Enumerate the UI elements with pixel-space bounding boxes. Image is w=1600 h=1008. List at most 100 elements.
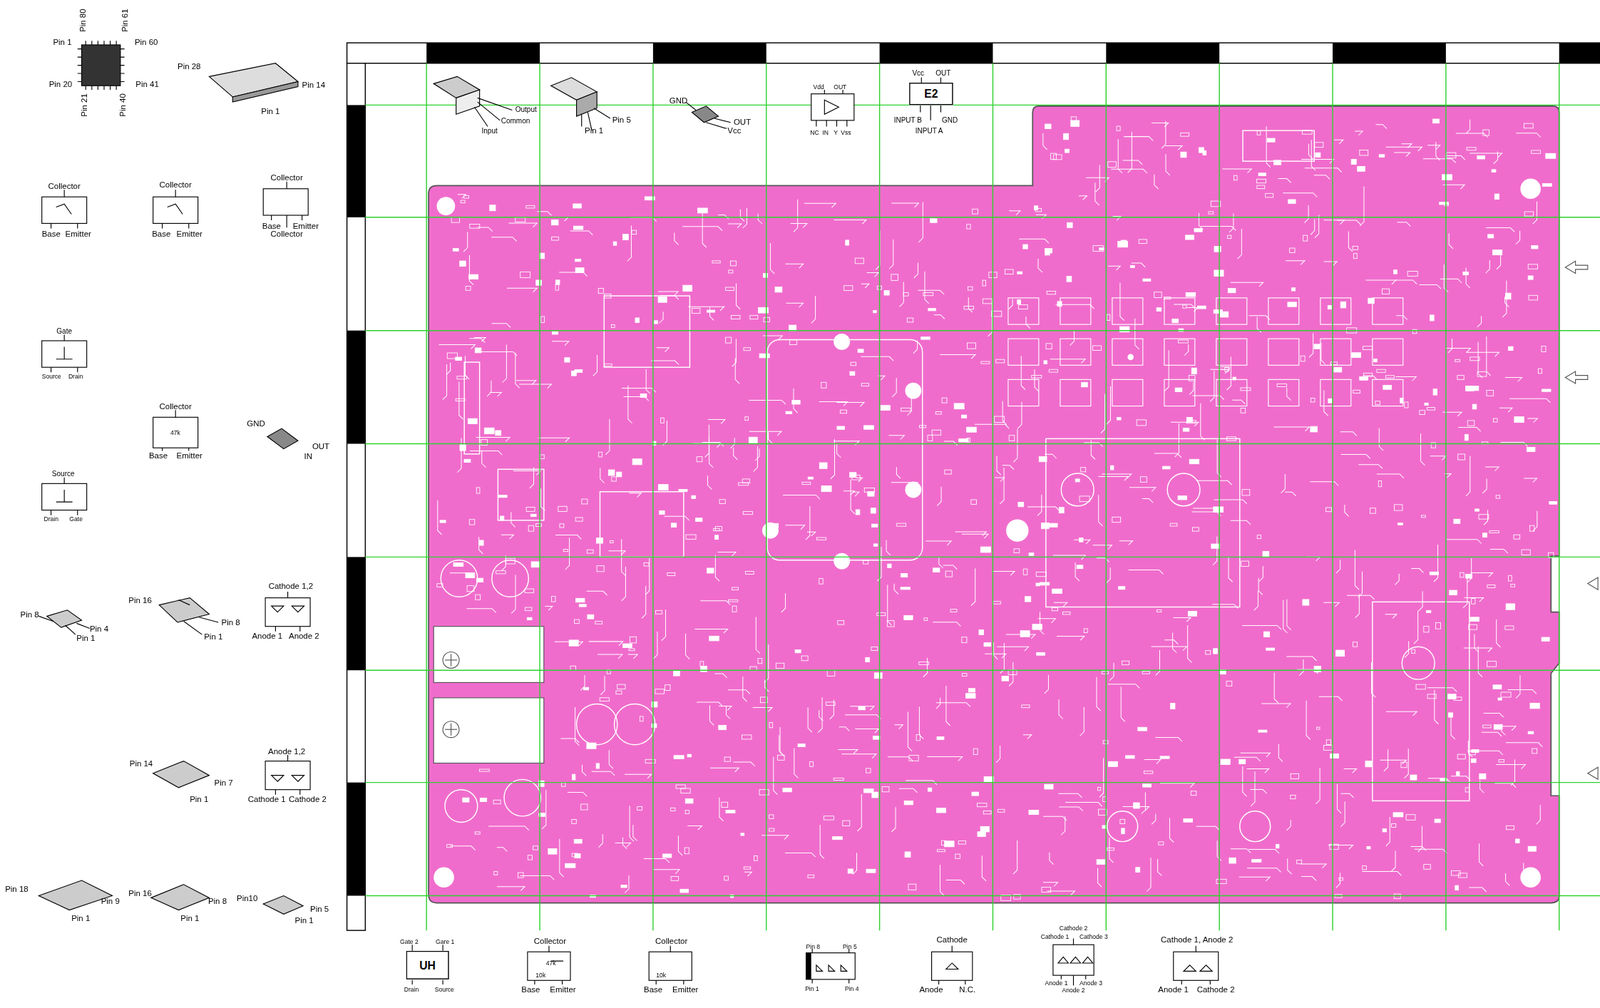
pcb-trace — [1006, 634, 1036, 639]
pcb-trace — [655, 610, 662, 614]
pcb-trace — [1324, 390, 1329, 417]
pin-label: Pin 1 — [295, 917, 314, 926]
pcb-trace — [971, 499, 977, 505]
pcb-trace — [1370, 508, 1377, 514]
pcb-trace — [682, 226, 723, 232]
pcb-trace — [1468, 887, 1486, 892]
pcb-trace — [936, 698, 941, 709]
pcb-trace — [573, 619, 579, 624]
pcb-trace — [1108, 761, 1118, 767]
pcb-trace — [1340, 301, 1346, 309]
pcb-trace — [1110, 465, 1114, 470]
pcb-trace — [486, 380, 492, 397]
pcb-trace — [1116, 126, 1121, 131]
pcb-trace — [1140, 477, 1147, 483]
pin-label: Vcc — [727, 127, 741, 136]
pcb-trace — [1477, 315, 1482, 327]
pcb-trace — [1532, 748, 1538, 754]
pcb-trace — [1532, 511, 1538, 532]
pcb-trace — [1359, 150, 1369, 156]
pcb-trace — [1185, 235, 1195, 240]
pcb-trace — [1120, 819, 1126, 824]
pcb-trace — [1050, 359, 1086, 364]
pcb-trace — [459, 444, 466, 451]
pcb-trace — [1160, 783, 1195, 788]
pin-label: Source — [42, 373, 62, 381]
pcb-trace — [667, 573, 676, 577]
pcb-trace — [695, 518, 702, 522]
pcb-trace — [802, 481, 811, 485]
pin-label: Pin 8 — [221, 619, 241, 628]
pcb-trace — [852, 491, 860, 497]
pcb-trace — [852, 474, 860, 480]
pcb-trace — [685, 633, 691, 660]
pcb-trace — [511, 574, 516, 614]
pcb-trace — [757, 213, 763, 224]
pcb-trace — [1470, 572, 1493, 577]
pcb-trace — [1493, 151, 1499, 164]
pcb-trace — [1118, 240, 1128, 247]
pcb-trace — [1044, 675, 1049, 694]
pcb-trace — [573, 203, 582, 209]
pcb-trace — [616, 690, 622, 695]
pcb-trace — [753, 446, 758, 472]
pcb-trace — [736, 283, 741, 310]
pin-label: Pin 9 — [101, 897, 120, 906]
pcb-trace — [548, 848, 557, 855]
pcb-trace — [1119, 541, 1133, 546]
pcb-trace — [889, 239, 894, 269]
pcb-trace — [857, 349, 864, 353]
pcb-trace — [1485, 260, 1491, 274]
pcb-trace — [495, 430, 502, 436]
pcb-trace — [1157, 859, 1163, 876]
pin-label: NC — [809, 129, 819, 137]
pcb-trace — [1505, 873, 1511, 886]
pcb-trace — [1498, 698, 1502, 701]
pcb-trace — [449, 573, 473, 578]
pcb-trace — [536, 280, 542, 286]
pcb-trace — [515, 352, 520, 388]
pcb-trace — [581, 765, 587, 776]
pcb-trace — [930, 218, 937, 223]
pcb-trace — [861, 283, 870, 289]
pcb-trace — [896, 523, 907, 527]
pcb-trace — [886, 539, 891, 555]
pcb-trace — [541, 790, 547, 830]
pcb-trace — [1378, 428, 1384, 451]
pcb-trace — [936, 486, 942, 507]
pcb-trace — [742, 735, 752, 740]
pcb-trace — [1001, 676, 1009, 682]
pcb-trace — [1078, 196, 1087, 201]
pcb-trace — [1227, 288, 1236, 293]
pcb-trace — [1058, 807, 1083, 812]
pcb-trace — [1196, 480, 1233, 485]
pcb-trace — [1151, 646, 1188, 651]
pin-label: Drain — [44, 516, 60, 523]
pin-label: Source — [434, 986, 455, 994]
pcb-trace — [1212, 536, 1218, 565]
pcb-trace — [608, 469, 615, 476]
pcb-trace — [1258, 730, 1268, 733]
pcb-trace — [934, 315, 945, 320]
pcb-trace — [1315, 152, 1321, 157]
pcb-trace — [1495, 726, 1516, 731]
pcb-trace — [1493, 685, 1502, 690]
pcb-trace — [714, 673, 727, 679]
part-marking-box: E2 — [909, 82, 954, 105]
pcb-trace — [673, 755, 684, 760]
pcb-trace — [1043, 882, 1059, 887]
pcb-trace — [442, 364, 448, 400]
pcb-trace — [565, 538, 570, 570]
pcb-trace — [999, 467, 1004, 505]
pcb-trace — [615, 843, 632, 848]
pcb-trace — [1142, 784, 1152, 788]
pcb-trace — [1170, 703, 1176, 709]
pcb-trace — [1505, 742, 1543, 748]
pcb-trace — [1487, 661, 1497, 668]
pcb-trace — [439, 345, 476, 350]
pcb-trace — [653, 869, 680, 875]
pcb-trace — [1448, 713, 1453, 718]
pcb-trace — [1062, 611, 1070, 615]
pcb-trace — [1196, 826, 1220, 831]
pcb-trace — [1048, 369, 1058, 373]
